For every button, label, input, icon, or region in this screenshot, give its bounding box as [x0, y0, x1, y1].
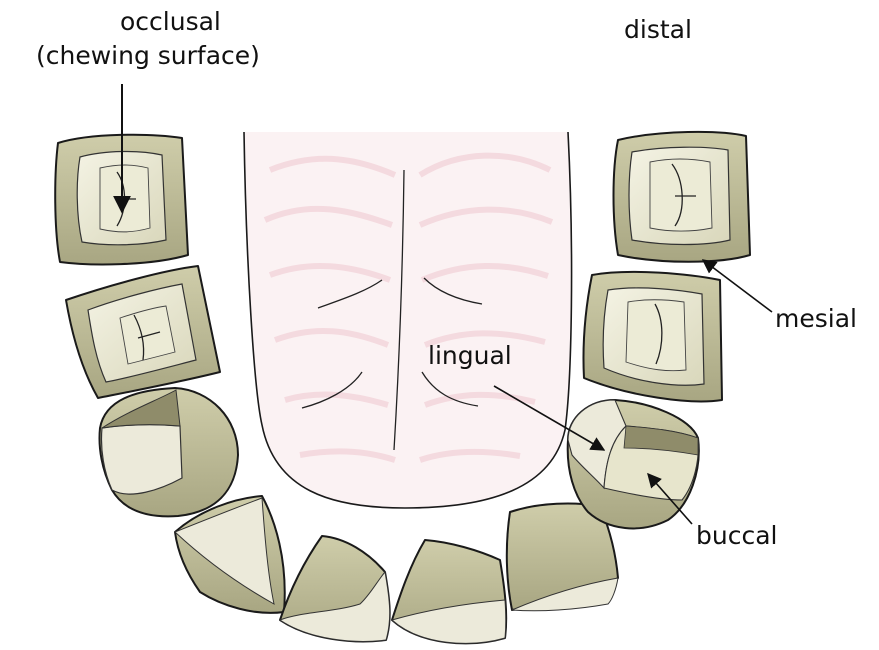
canine-left [280, 536, 390, 641]
lingual-label: lingual [428, 340, 512, 371]
tongue [244, 132, 572, 508]
incisor-center [392, 540, 506, 643]
premolar-upper-left [100, 388, 239, 516]
molar-upper-right [614, 132, 751, 262]
buccal-label: buccal [696, 520, 777, 551]
molar-right [583, 272, 722, 402]
distal-label: distal [624, 14, 692, 45]
occlusal-label: occlusal [120, 6, 221, 37]
chewing-surface-label: (chewing surface) [36, 40, 260, 71]
molar-left [66, 266, 220, 398]
mesial-label: mesial [775, 303, 857, 334]
